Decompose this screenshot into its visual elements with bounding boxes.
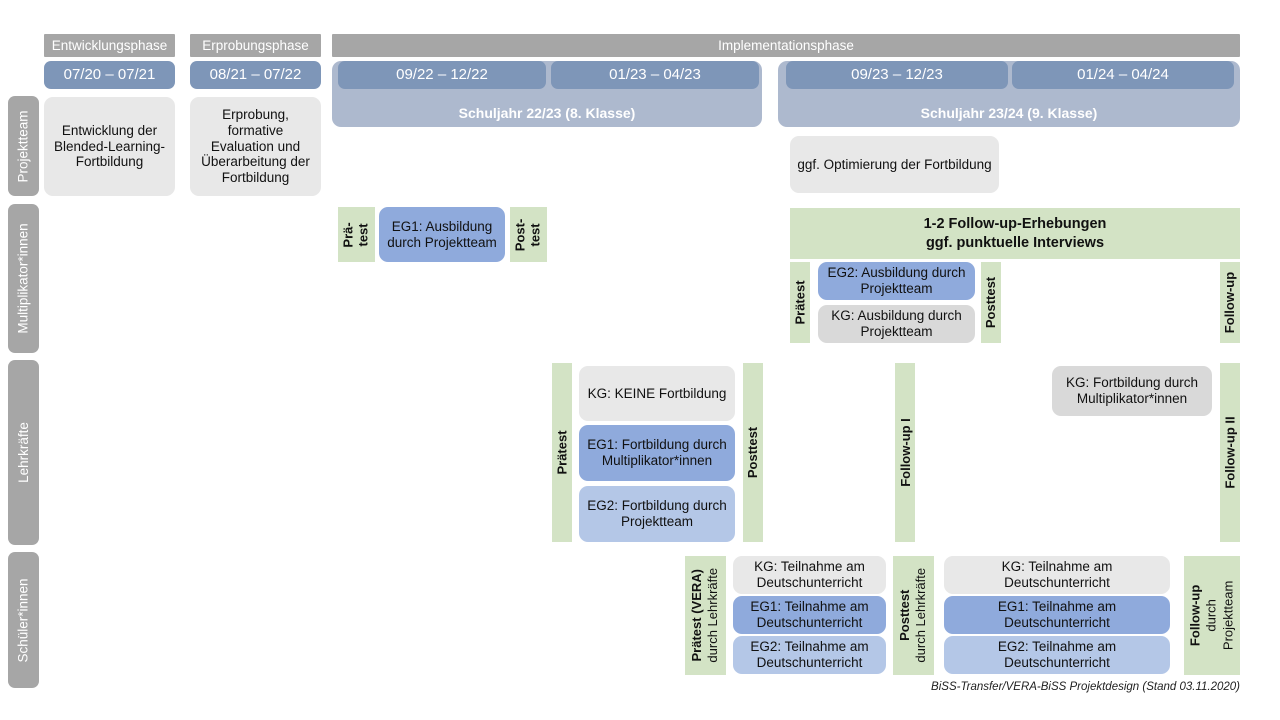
test-strip-label: Posttest durch Lehrkräfte	[897, 568, 929, 663]
period-chip-0821-0722: 08/21 – 07/22	[190, 61, 321, 89]
card-eg1-teilnahme-deutschunterricht-left: EG1: Teilnahme am Deutschunterricht	[733, 596, 886, 634]
period-chip-0123-0423: 01/23 – 04/23	[551, 61, 759, 89]
card-optimierung-fortbildung: ggf. Optimierung der Fortbildung	[790, 136, 999, 193]
period-chip-0923-1223: 09/23 – 12/23	[786, 61, 1008, 89]
test-strip-praetest-lehrkraefte: Prätest	[552, 363, 572, 542]
card-kg-teilnahme-deutschunterricht-left: KG: Teilnahme am Deutschunterricht	[733, 556, 886, 594]
phase-label: Erprobungsphase	[202, 37, 309, 53]
test-strip-label: Posttest	[983, 276, 999, 329]
role-label: Lehrkräfte	[16, 422, 32, 483]
card-eg1-teilnahme-deutschunterricht-right: EG1: Teilnahme am Deutschunterricht	[944, 596, 1170, 634]
test-strip-label: Follow-up I	[897, 418, 913, 487]
test-strip-posttest-multiplikatoren-left: Post- test	[510, 207, 547, 262]
card-eg2-teilnahme-deutschunterricht-left: EG2: Teilnahme am Deutschunterricht	[733, 636, 886, 674]
role-rail-projektteam: Projektteam	[8, 96, 39, 196]
card-entwicklung-fortbildung: Entwicklung der Blended-Learning-Fortbil…	[44, 97, 175, 196]
card-text: EG2: Ausbildung durch Projektteam	[827, 265, 966, 296]
card-eg2-teilnahme-deutschunterricht-right: EG2: Teilnahme am Deutschunterricht	[944, 636, 1170, 674]
footer-caption: BiSS-Transfer/VERA-BiSS Projektdesign (S…	[640, 681, 1240, 697]
school-year-label: Schuljahr 22/23 (8. Klasse)	[458, 105, 636, 121]
card-text: KG: Teilnahme am Deutschunterricht	[754, 559, 865, 590]
phase-band-implementation: Implementationsphase	[332, 34, 1240, 57]
test-strip-label: Prätest	[554, 430, 570, 475]
period-chip-0124-0424: 01/24 – 04/24	[1012, 61, 1234, 89]
card-text: EG2: Teilnahme am Deutschunterricht	[750, 639, 869, 670]
card-eg2-ausbildung-projektteam: EG2: Ausbildung durch Projektteam	[818, 262, 975, 300]
card-text: KG: Fortbildung durch Multiplikator*inne…	[1065, 375, 1199, 406]
banner-followup-erhebungen: 1-2 Follow-up-Erhebungen ggf. punktuelle…	[790, 208, 1240, 259]
period-label: 08/21 – 07/22	[209, 66, 302, 84]
card-text: Entwicklung der Blended-Learning-Fortbil…	[53, 122, 166, 170]
card-eg1-fortbildung-multiplikatoren: EG1: Fortbildung durch Multiplikator*inn…	[579, 425, 735, 481]
test-strip-label: Posttest	[745, 426, 761, 479]
card-kg-keine-fortbildung: KG: KEINE Fortbildung	[579, 366, 735, 421]
period-label: 01/23 – 04/23	[609, 66, 701, 84]
banner-text: 1-2 Follow-up-Erhebungen ggf. punktuelle…	[923, 215, 1107, 251]
test-strip-label: Prätest (VERA) durch Lehrkräfte	[689, 568, 721, 663]
period-chip-0922-1222: 09/22 – 12/22	[338, 61, 546, 89]
period-label: 01/24 – 04/24	[1077, 66, 1169, 84]
card-text: KG: Teilnahme am Deutschunterricht	[1001, 559, 1113, 590]
test-strip-followup-schueler: Follow-up durch Projektteam	[1184, 556, 1240, 675]
test-strip-praetest-multiplikatoren-right: Prätest	[790, 262, 810, 343]
footer-text: BiSS-Transfer/VERA-BiSS Projektdesign (S…	[931, 681, 1240, 693]
test-strip-followup-2-lehrkraefte: Follow-up II	[1220, 363, 1240, 542]
test-strip-praetest-multiplikatoren-left: Prä- test	[338, 207, 375, 262]
card-text: KG: KEINE Fortbildung	[587, 385, 727, 401]
card-eg1-ausbildung-projektteam: EG1: Ausbildung durch Projektteam	[379, 207, 505, 262]
card-text: EG2: Fortbildung durch Projektteam	[587, 498, 727, 529]
test-strip-posttest-lehrkraefte: Posttest	[743, 363, 763, 542]
period-label: 09/22 – 12/22	[396, 66, 488, 84]
phase-label: Implementationsphase	[718, 37, 854, 53]
card-text: Erprobung, formative Evaluation und Über…	[201, 106, 310, 186]
role-label: Projektteam	[16, 109, 31, 183]
phase-label: Entwicklungsphase	[51, 37, 168, 53]
card-text: KG: Ausbildung durch Projektteam	[831, 308, 962, 339]
role-rail-schueler: Schüler*innen	[8, 552, 39, 688]
role-label: Multiplikator*innen	[16, 223, 31, 334]
role-label: Schüler*innen	[16, 577, 31, 663]
test-strip-label: Follow-up II	[1222, 416, 1238, 489]
phase-band-entwicklung: Entwicklungsphase	[44, 34, 175, 57]
test-strip-praetest-vera-schueler: Prätest (VERA) durch Lehrkräfte	[685, 556, 726, 675]
test-strip-label: Follow-up	[1222, 271, 1238, 334]
period-chip-0720-0721: 07/20 – 07/21	[44, 61, 175, 89]
card-text: EG1: Teilnahme am Deutschunterricht	[750, 599, 869, 630]
test-strip-followup-1-lehrkraefte: Follow-up I	[895, 363, 915, 542]
test-strip-posttest-multiplikatoren-right: Posttest	[981, 262, 1001, 343]
card-text: EG1: Fortbildung durch Multiplikator*inn…	[587, 437, 727, 468]
test-strip-label: Prätest	[792, 280, 808, 325]
card-kg-fortbildung-multiplikatoren: KG: Fortbildung durch Multiplikator*inne…	[1052, 366, 1212, 416]
phase-band-erprobung: Erprobungsphase	[190, 34, 321, 57]
school-year-label: Schuljahr 23/24 (9. Klasse)	[920, 105, 1098, 121]
card-erprobung-evaluation: Erprobung, formative Evaluation und Über…	[190, 97, 321, 196]
card-kg-ausbildung-projektteam: KG: Ausbildung durch Projektteam	[818, 305, 975, 343]
test-strip-posttest-schueler: Posttest durch Lehrkräfte	[893, 556, 934, 675]
card-eg2-fortbildung-projektteam: EG2: Fortbildung durch Projektteam	[579, 486, 735, 542]
test-strip-label: Post- test	[512, 218, 543, 251]
card-kg-teilnahme-deutschunterricht-right: KG: Teilnahme am Deutschunterricht	[944, 556, 1170, 594]
role-rail-lehrkraefte: Lehrkräfte	[8, 360, 39, 545]
card-text: EG2: Teilnahme am Deutschunterricht	[997, 639, 1117, 670]
card-text: EG1: Ausbildung durch Projektteam	[387, 218, 497, 250]
test-strip-followup-multiplikatoren: Follow-up	[1220, 262, 1240, 343]
role-rail-multiplikatoren: Multiplikator*innen	[8, 204, 39, 353]
card-text: ggf. Optimierung der Fortbildung	[797, 156, 992, 172]
test-strip-label: Follow-up durch Projektteam	[1187, 580, 1236, 651]
period-label: 09/23 – 12/23	[851, 66, 943, 84]
card-text: EG1: Teilnahme am Deutschunterricht	[997, 599, 1117, 630]
period-label: 07/20 – 07/21	[63, 66, 156, 84]
test-strip-label: Prä- test	[340, 221, 371, 248]
